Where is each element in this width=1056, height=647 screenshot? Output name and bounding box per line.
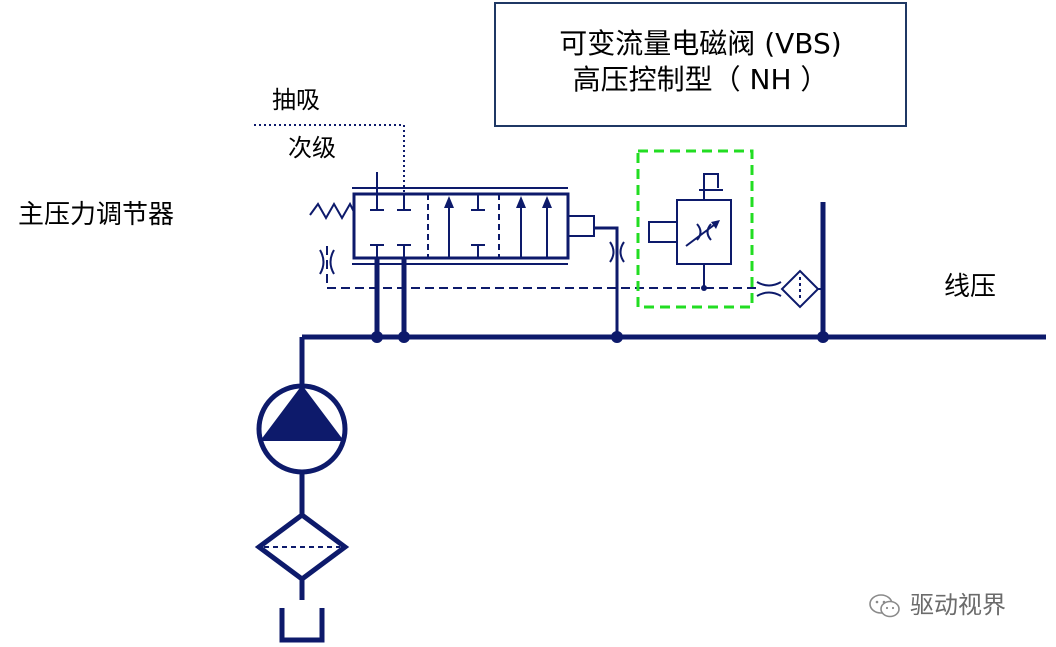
- vbs-highlight-box: [636, 149, 754, 309]
- title-line-1: 可变流量电磁阀 (VBS): [559, 27, 842, 60]
- main-regulator-label: 主压力调节器: [18, 200, 175, 230]
- watermark-text: 驱动视界: [910, 591, 1006, 619]
- orifice-icon: [609, 241, 625, 263]
- watermark: 驱动视界: [868, 585, 1006, 620]
- regulator-valve-icon: [352, 172, 595, 265]
- control-pressure-line: [326, 246, 757, 289]
- feedback-line: [594, 226, 619, 337]
- pump-icon: [256, 383, 348, 475]
- wechat-icon: [869, 594, 900, 618]
- title-line-2: 高压控制型（ NH ）: [572, 63, 829, 96]
- solenoid-valve-icon: [648, 173, 732, 291]
- secondary-label: 次级: [288, 134, 336, 162]
- orifice-icon: [319, 249, 335, 275]
- title-box: 可变流量电磁阀 (VBS) 高压控制型（ NH ）: [494, 2, 907, 127]
- suction-label: 抽吸: [272, 86, 320, 114]
- filter-icon: [254, 511, 350, 583]
- spring-icon: [309, 201, 355, 221]
- orifice-icon: [756, 281, 782, 297]
- junction-dots: [371, 331, 829, 343]
- tank-icon: [279, 608, 325, 643]
- suction-pilot-line: [254, 124, 405, 196]
- filter-icon: [780, 269, 820, 309]
- line-pressure-label: 线压: [944, 272, 997, 302]
